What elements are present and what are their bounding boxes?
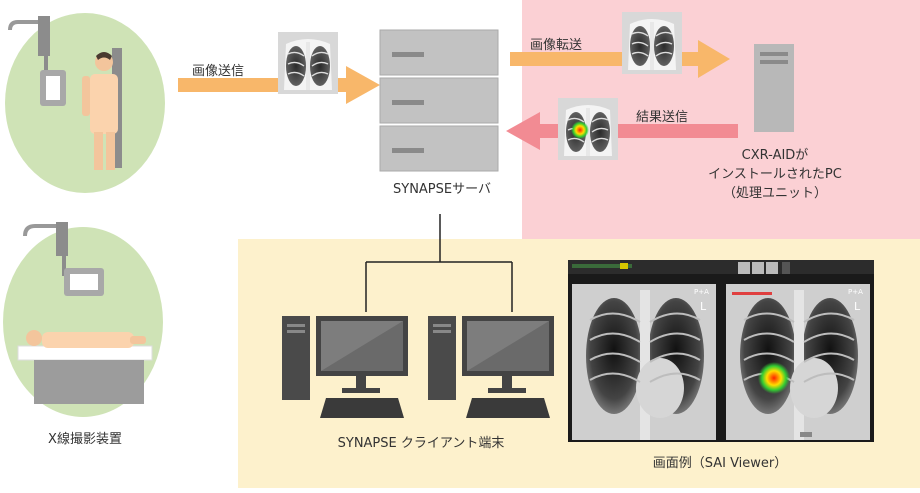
viewer-left-view-tag: P+A [694, 288, 709, 296]
pc-label-line3: （処理ユニット） [722, 186, 827, 201]
viewer-image-left [572, 284, 716, 440]
send-image-label: 画像送信 [192, 64, 245, 79]
processing-pc-tower [754, 44, 794, 132]
viewer-image-right [726, 284, 870, 440]
viewer-right-view-tag: P+A [848, 288, 863, 296]
client-workstation-1 [282, 316, 408, 418]
chest-xray-thumb-send [278, 32, 338, 94]
processing-pc-label: CXR-AIDが インストールされたPC （処理ユニット） [680, 146, 870, 203]
chest-xray-thumb-result [558, 98, 618, 160]
chest-xray-thumb-transfer [622, 12, 682, 74]
sai-viewer-screenshot [568, 260, 874, 442]
supine-xray-device [3, 222, 163, 417]
client-workstation-2 [428, 316, 554, 418]
standing-xray-device [5, 13, 165, 193]
send-result-arrow [506, 112, 738, 150]
server-label: SYNAPSEサーバ [393, 182, 491, 197]
network-lines [365, 214, 513, 312]
transfer-image-label: 画像転送 [530, 38, 583, 53]
ai-heatmap-spot [758, 362, 790, 394]
client-label: SYNAPSE クライアント端末 [337, 436, 505, 451]
pc-label-line2: インストールされたPC [708, 167, 842, 182]
synapse-server [379, 29, 499, 172]
viewer-right-side-marker: L [854, 300, 861, 313]
viewer-left-side-marker: L [700, 300, 707, 313]
pc-label-line1: CXR-AIDが [741, 148, 809, 163]
viewer-label: 画面例（SAI Viewer） [652, 456, 788, 471]
xray-device-label: X線撮影装置 [48, 432, 122, 447]
send-result-label: 結果送信 [636, 110, 689, 125]
